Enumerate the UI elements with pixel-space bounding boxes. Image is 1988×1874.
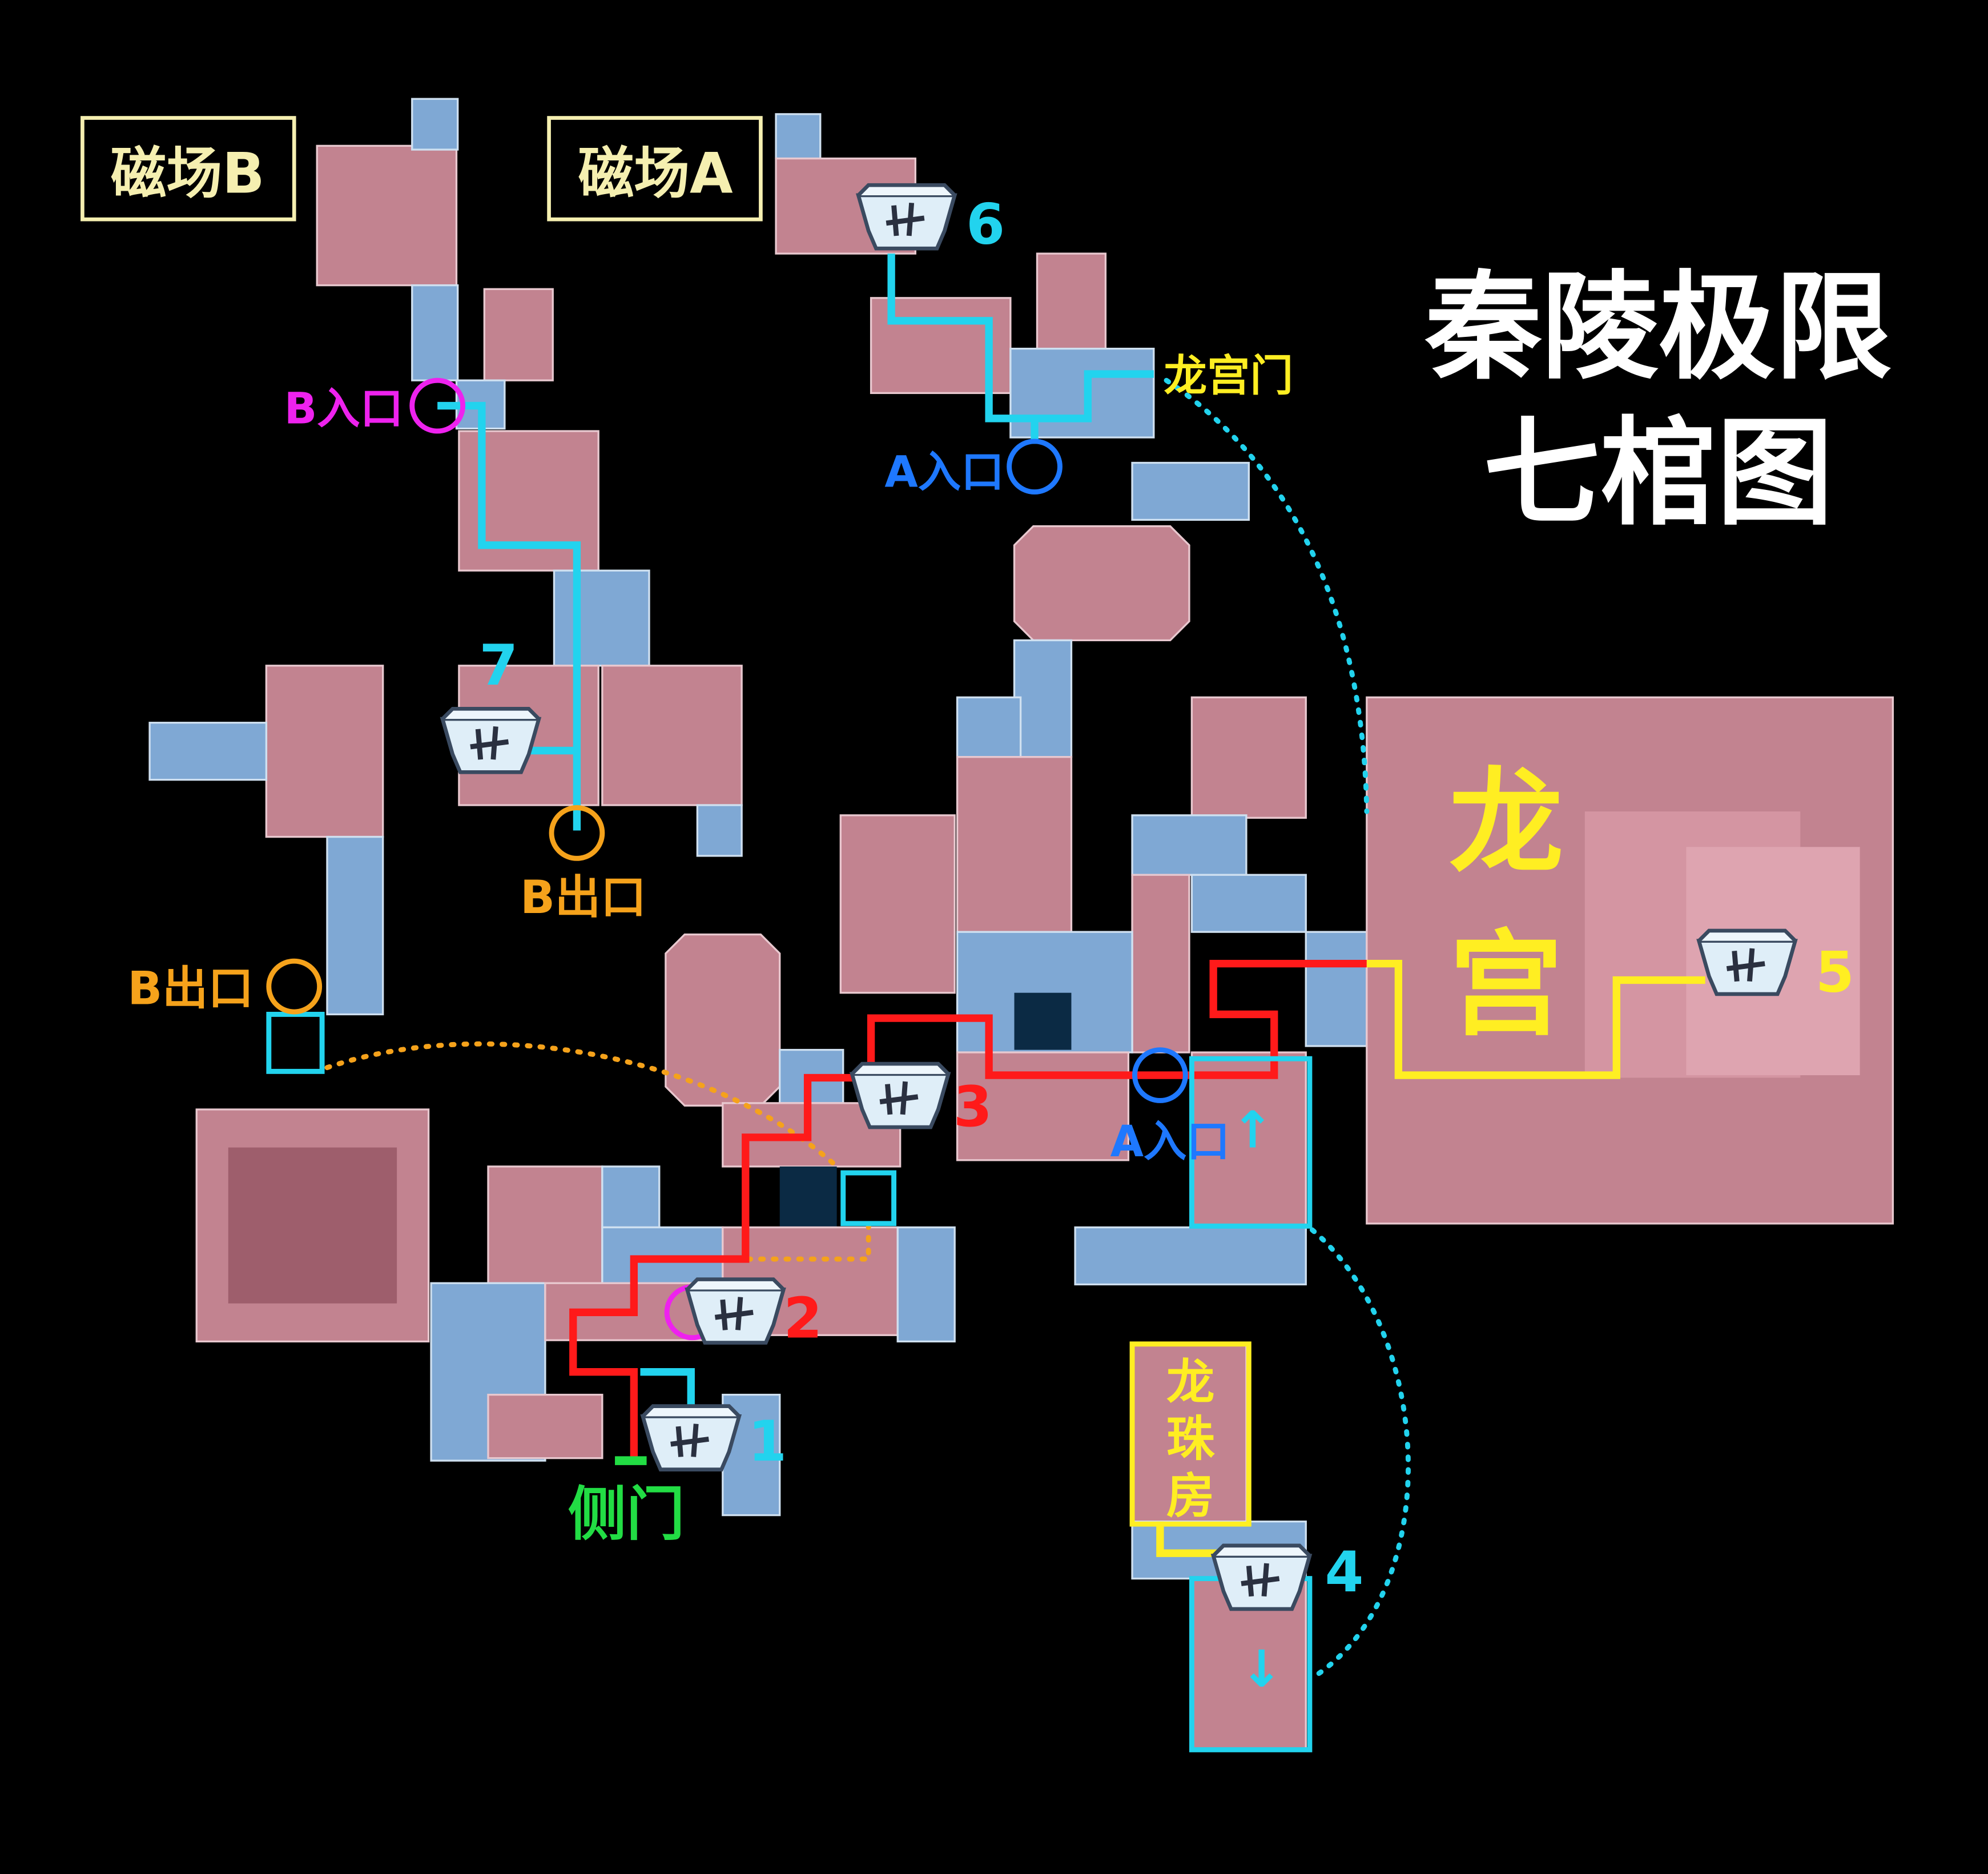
coffin-7-icon[interactable] (442, 709, 539, 772)
coffin-number: 1 (748, 1409, 787, 1474)
room (839, 814, 956, 994)
a-entrance-label: A入口 (884, 447, 1004, 497)
rooms (148, 98, 1894, 1751)
room (956, 756, 1073, 936)
route-1 (640, 1368, 695, 1414)
pit (779, 1166, 837, 1228)
room (1190, 1051, 1307, 1231)
room (1131, 874, 1190, 1053)
corridor (896, 1226, 956, 1343)
b-exit-label: B出口 (127, 962, 253, 1015)
field-a-box (547, 116, 763, 222)
a-entrance-marker[interactable] (1132, 1047, 1188, 1103)
room (487, 1165, 603, 1284)
highlight-box (266, 1012, 325, 1074)
corridor (1131, 814, 1247, 876)
pearl-room (1131, 1343, 1247, 1523)
dotted-link-cyan (1164, 377, 1370, 814)
room (1036, 252, 1107, 350)
room (1190, 696, 1307, 819)
corridor (1013, 639, 1073, 758)
room (316, 144, 458, 287)
a-entrance-marker[interactable] (1007, 439, 1063, 495)
corridor (148, 722, 268, 781)
b-exit-marker[interactable] (549, 805, 605, 861)
inner-hall (228, 1147, 397, 1304)
route-7 (437, 401, 581, 831)
corridor (411, 98, 459, 151)
coffin-6-icon[interactable] (858, 185, 955, 248)
dragon-palace-label: 龙 (1449, 757, 1563, 890)
route-5 (1366, 959, 1705, 1079)
map-title-line1: 秦陵极限 (1424, 260, 1892, 396)
dotted-link-orange (720, 1221, 871, 1262)
octagon-room (1013, 525, 1190, 642)
corridor (1131, 461, 1250, 521)
b-exit-label: B出口 (520, 871, 646, 924)
coffin-5-icon[interactable] (1699, 931, 1796, 994)
room (487, 1393, 603, 1459)
coffin-4-icon[interactable] (1213, 1546, 1310, 1609)
dotted-link-cyan (1309, 1227, 1411, 1676)
corridor (601, 1165, 661, 1229)
arrow-up-icon: ↑ (1232, 1101, 1274, 1160)
corridor (326, 835, 384, 1016)
corridor (775, 113, 822, 160)
a-entrance-label: A入口 (1110, 1116, 1230, 1167)
corridor (956, 696, 1022, 758)
corridor (553, 569, 650, 667)
corridor (1190, 874, 1307, 933)
corridor (411, 284, 459, 381)
room (265, 665, 384, 838)
room (601, 665, 743, 806)
coffin-numbers: 1 2 3 4 5 6 7 (479, 192, 1854, 1604)
corridor (696, 804, 743, 857)
b-entrance-label: B入口 (284, 384, 404, 434)
highlight-box (840, 1170, 897, 1226)
routes (437, 254, 1705, 1579)
coffin-1-icon[interactable] (643, 1406, 739, 1470)
coffin-number: 7 (479, 633, 518, 698)
side-door-label: 侧门 (568, 1481, 685, 1549)
dragon-palace-gate-label: 龙宫门 (1164, 351, 1293, 401)
place-labels: B入口 A入口 龙宫门 B出口 B出口 A入口 龙 宫 侧门 龙 珠 房 (127, 351, 1563, 1549)
coffin-number: 5 (1816, 940, 1854, 1005)
pearl-room-label: 房 (1166, 1468, 1214, 1524)
field-b-box (81, 116, 296, 222)
coffin-number: 3 (953, 1075, 992, 1140)
field-b-label: 磁场B (111, 142, 265, 207)
b-exit-marker[interactable] (266, 958, 323, 1015)
route-6 (887, 254, 1154, 423)
coffin-number: 6 (966, 192, 1005, 257)
coffin-number: 4 (1325, 1540, 1364, 1605)
dragon-palace-label: 宫 (1449, 919, 1563, 1052)
corridor (1074, 1226, 1307, 1286)
pearl-room-label: 龙 (1166, 1354, 1214, 1410)
coffin-3-icon[interactable] (852, 1064, 948, 1127)
connections (324, 377, 1411, 1676)
room (483, 288, 554, 381)
arrow-down-icon: ↓ (1240, 1639, 1282, 1698)
octagon-room (665, 933, 781, 1107)
pearl-room-box (1129, 1341, 1251, 1527)
route-red (569, 959, 1367, 1458)
highlight-box (1189, 1056, 1313, 1229)
corridor (1305, 931, 1368, 1047)
b-entrance-marker[interactable] (409, 377, 466, 434)
pearl-room-label: 珠 (1166, 1411, 1215, 1467)
map-title-line2: 七棺图 (1483, 405, 1833, 541)
dotted-link-orange (324, 1041, 840, 1169)
field-a-label: 磁场A (578, 142, 733, 207)
coffin-number: 2 (783, 1286, 822, 1352)
coffin-2-icon[interactable] (687, 1280, 784, 1343)
pit (1014, 992, 1072, 1050)
